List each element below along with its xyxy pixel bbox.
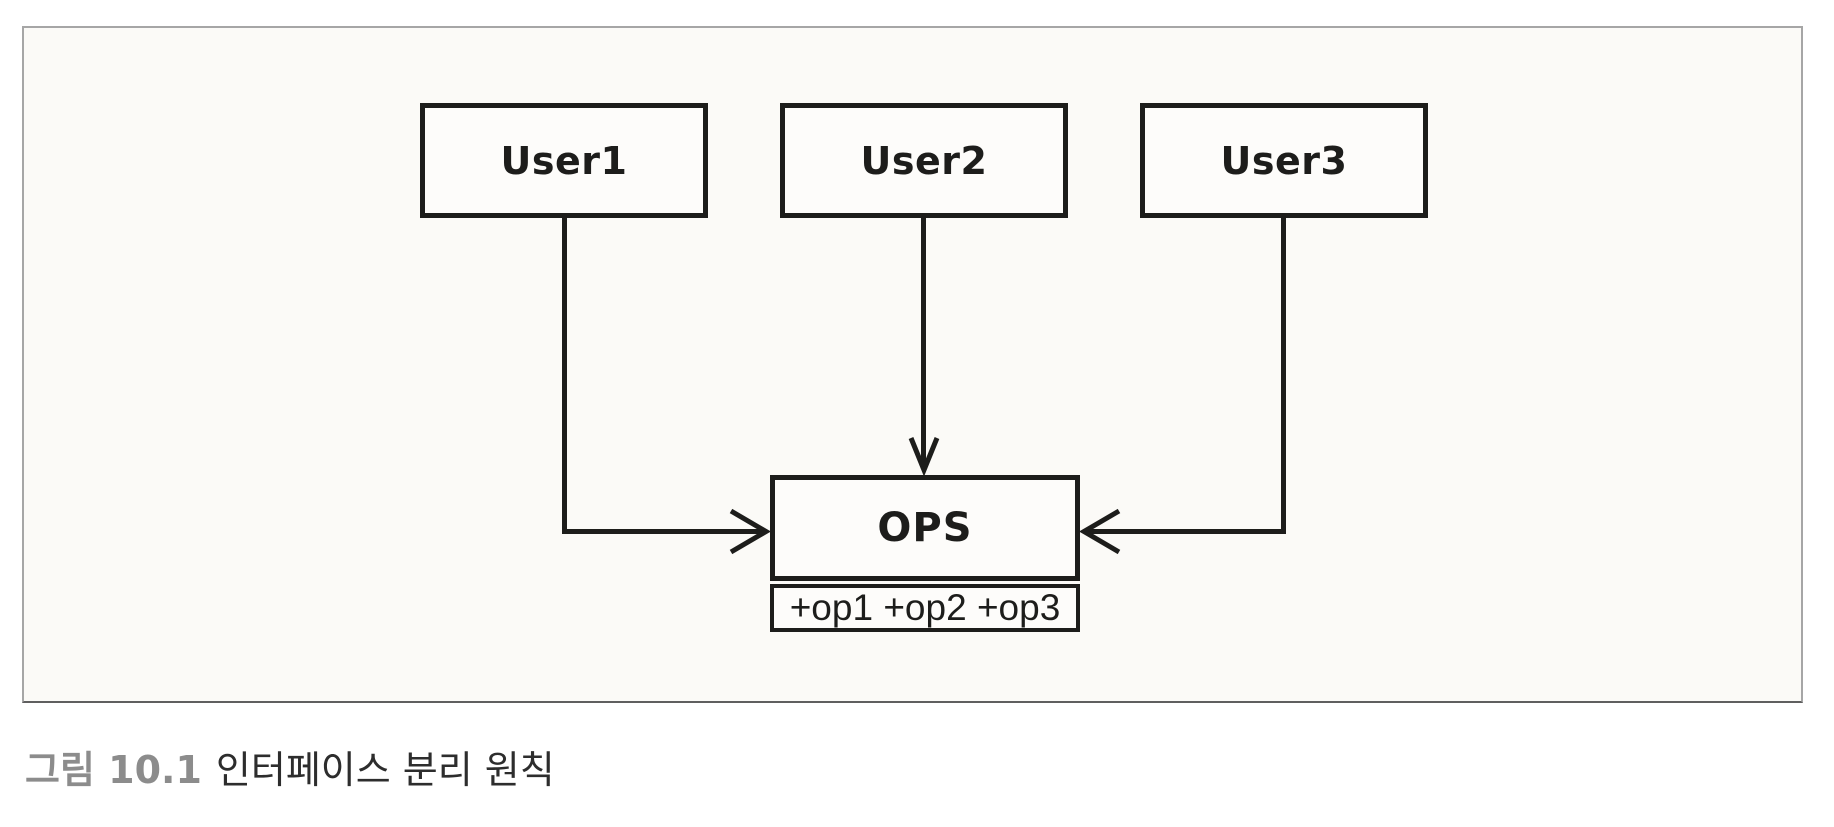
- ops-title-compartment: OPS: [770, 475, 1080, 581]
- ops-operations-compartment: +op1 +op2 +op3: [770, 584, 1080, 632]
- class-name-user1: User1: [500, 138, 628, 183]
- class-name-user2: User2: [860, 138, 988, 183]
- class-name-user3: User3: [1220, 138, 1348, 183]
- ops-operations-text: +op1 +op2 +op3: [789, 587, 1061, 628]
- class-box-user3: User3: [1140, 103, 1428, 218]
- figure-caption: 그림 10.1 인터페이스 분리 원칙: [25, 746, 555, 794]
- class-box-user2: User2: [780, 103, 1068, 218]
- figure-caption-text: 인터페이스 분리 원칙: [215, 748, 555, 792]
- class-box-user1: User1: [420, 103, 708, 218]
- class-name-ops: OPS: [877, 505, 973, 551]
- figure-number-label: 그림 10.1: [25, 748, 202, 792]
